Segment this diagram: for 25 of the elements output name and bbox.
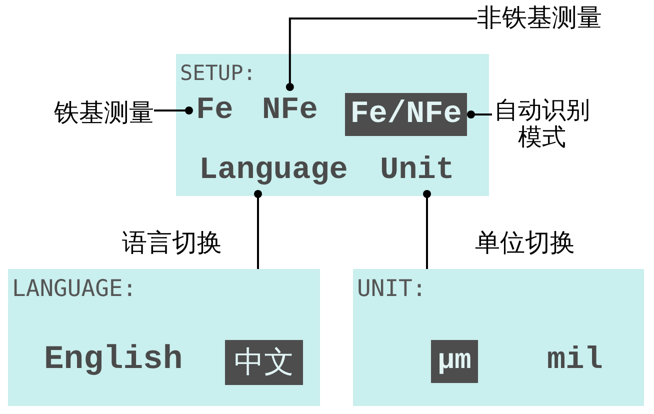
leader-line: [467, 110, 492, 118]
connector-line: [423, 190, 431, 269]
menu-option: Unit: [377, 151, 458, 190]
leader-line: [286, 18, 477, 91]
connector-line: [254, 190, 262, 269]
menu-option: Language: [196, 151, 351, 190]
menu-option: English: [41, 339, 186, 380]
lcd-screen: [176, 54, 489, 196]
edge-label: 单位切换: [475, 231, 575, 256]
selected-option: 中文: [225, 340, 303, 385]
screen-title: SETUP:: [180, 63, 256, 84]
menu-option: mil: [544, 341, 606, 380]
lcd-screen: [353, 269, 644, 406]
screen-title: UNIT:: [357, 278, 426, 301]
menu-option: Fe: [193, 91, 236, 130]
screen-title: LANGUAGE:: [12, 278, 137, 301]
edge-label: 语言切换: [122, 231, 222, 256]
callout-label: 自动识别模式: [492, 97, 592, 151]
selected-option: Fe/NFe: [345, 93, 467, 136]
leader-line: [154, 106, 193, 114]
menu-option: NFe: [259, 91, 321, 130]
callout-label: 铁基测量: [54, 101, 154, 126]
selected-option: μm: [431, 340, 478, 383]
callout-label: 非铁基测量: [477, 6, 602, 31]
lcd-screen: [8, 269, 320, 406]
